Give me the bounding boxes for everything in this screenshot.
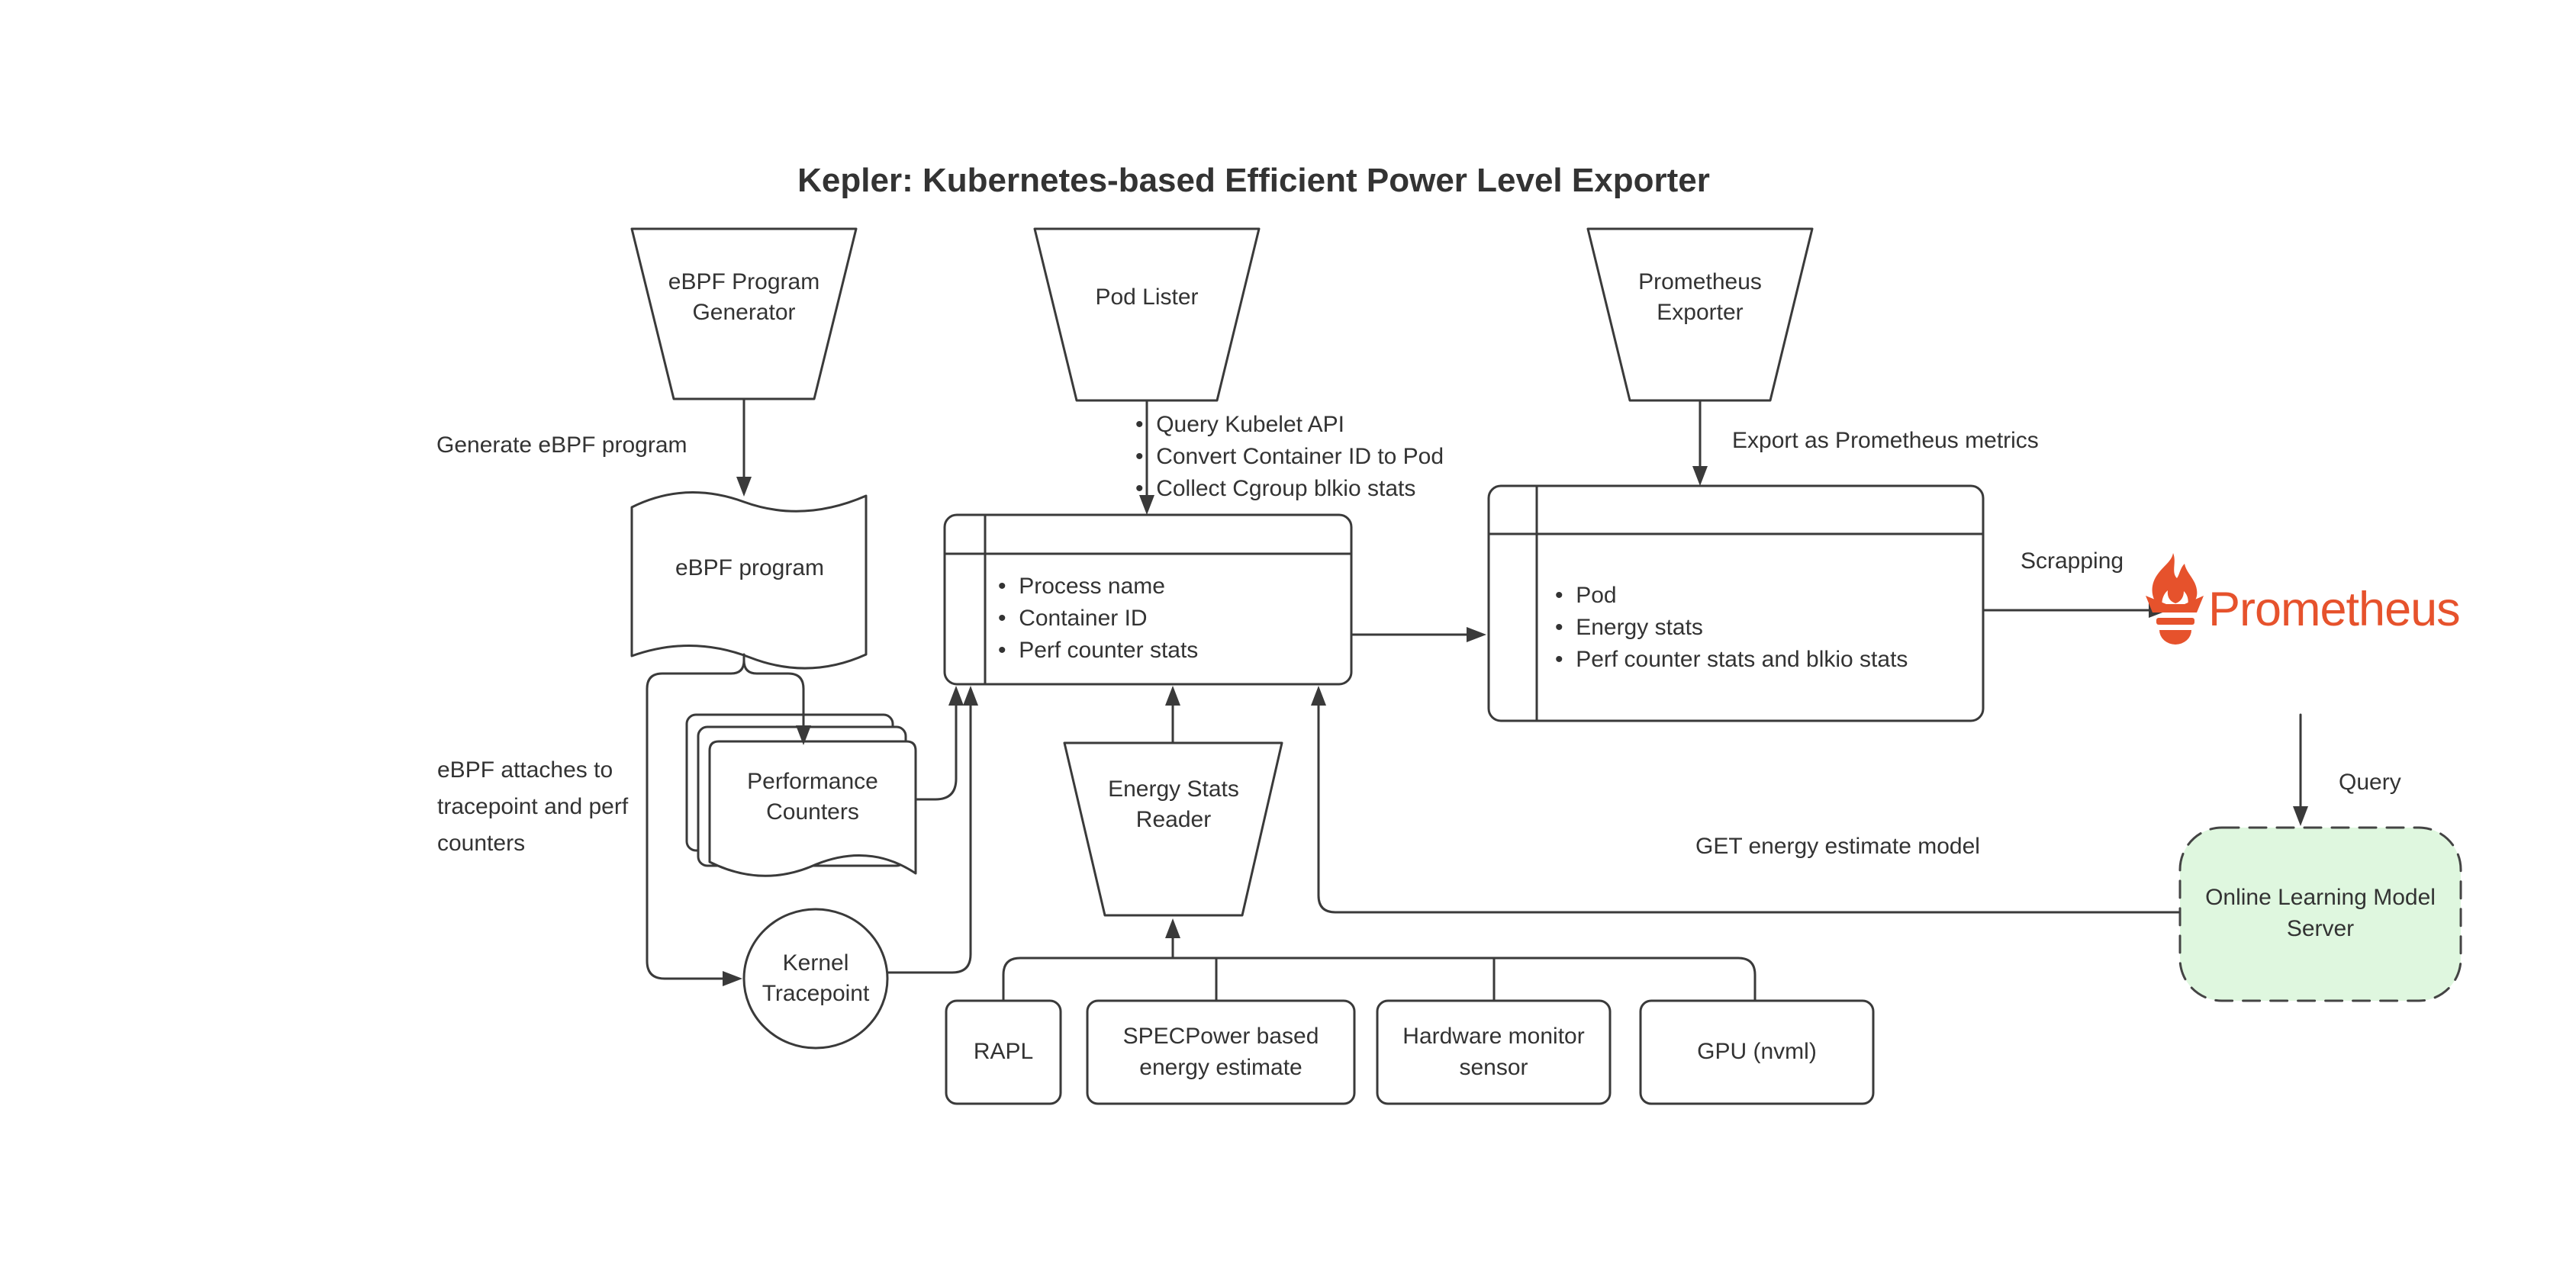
bullet-item: Pod (1555, 580, 1908, 612)
bullet-item: Energy stats (1555, 612, 1908, 644)
process-stats-store-divider (943, 513, 1353, 686)
performance-counters-label: Performance Counters (747, 768, 878, 825)
prometheus-exporter-label: Prometheus Exporter (1638, 268, 1762, 326)
rapl-label: RAPL (973, 1039, 1034, 1065)
bullet-item: Process name (998, 571, 1198, 603)
edge-label-get-energy-model: GET energy estimate model (1695, 834, 1980, 859)
performance-counters-shape (708, 740, 917, 877)
edge-label-ebpf-attaches: eBPF attaches to tracepoint and perf cou… (437, 757, 629, 856)
arrowheads (723, 466, 2308, 986)
ebpf-program-label: eBPF program (675, 555, 825, 580)
prometheus-flame-icon (2146, 553, 2204, 645)
bullet-item: Convert Container ID to Pod (1135, 441, 1444, 473)
bullet-item: Collect Cgroup blkio stats (1135, 473, 1444, 505)
ebpf-program-generator-label: eBPF Program Generator (668, 268, 820, 326)
pod-stats-store-bullets: Pod Energy stats Perf counter stats and … (1555, 580, 1908, 676)
edge-program-to-tracepoint (646, 653, 745, 980)
process-stats-store-shape (943, 513, 1353, 686)
edge-label-generate-ebpf-program: Generate eBPF program (436, 432, 687, 458)
energy-stats-reader-shape (1063, 741, 1283, 917)
hardware-monitor-sensor-label: Hardware monitor sensor (1402, 1024, 1585, 1080)
pod-stats-store-shape (1487, 484, 1985, 722)
kernel-tracepoint-label: Kernel Tracepoint (762, 950, 870, 1007)
edge-tracepoint-to-store (886, 704, 972, 974)
diagram-title: Kepler: Kubernetes-based Efficient Power… (797, 162, 1710, 199)
online-learning-model-server-shape (2178, 826, 2462, 1002)
edge-program-to-perfcounters (742, 659, 805, 727)
prometheus-wordmark: Prometheus (2208, 583, 2461, 636)
bullet-item: Perf counter stats (998, 635, 1198, 667)
pod-lister-shape (1033, 227, 1261, 402)
bullet-item: Perf counter stats and blkio stats (1555, 644, 1908, 676)
edge-perfcounters-to-store (914, 704, 958, 801)
edge-label-pod-lister-bullets: Query Kubelet API Convert Container ID t… (1135, 409, 1444, 505)
specpower-shape (1086, 999, 1356, 1105)
pod-lister-label: Pod Lister (1095, 284, 1199, 310)
process-stats-store-bullets: Process name Container ID Perf counter s… (998, 571, 1198, 667)
ebpf-program-shape (630, 491, 868, 670)
gpu-nvml-label: GPU (nvml) (1697, 1039, 1817, 1065)
edge-label-query: Query (2339, 770, 2401, 795)
online-learning-model-server-label: Online Learning Model Server (2205, 885, 2436, 941)
bullet-item: Container ID (998, 603, 1198, 635)
pod-stats-store-divider (1487, 484, 1985, 722)
edge-label-scrapping: Scrapping (2021, 548, 2124, 574)
specpower-label: SPECPower based energy estimate (1122, 1024, 1319, 1080)
edge-modelserver-to-store (1317, 704, 2180, 914)
energy-stats-reader-label: Energy Stats Reader (1108, 776, 1239, 833)
edge-label-export-prometheus-metrics: Export as Prometheus metrics (1732, 428, 2039, 453)
kernel-tracepoint-shape (742, 908, 889, 1050)
prometheus-exporter-shape (1586, 227, 1814, 402)
gpu-nvml-shape (1639, 999, 1875, 1105)
ebpf-program-generator-shape (630, 227, 858, 400)
bullet-item: Query Kubelet API (1135, 409, 1444, 441)
edge-sources-bus (1002, 957, 1757, 1002)
